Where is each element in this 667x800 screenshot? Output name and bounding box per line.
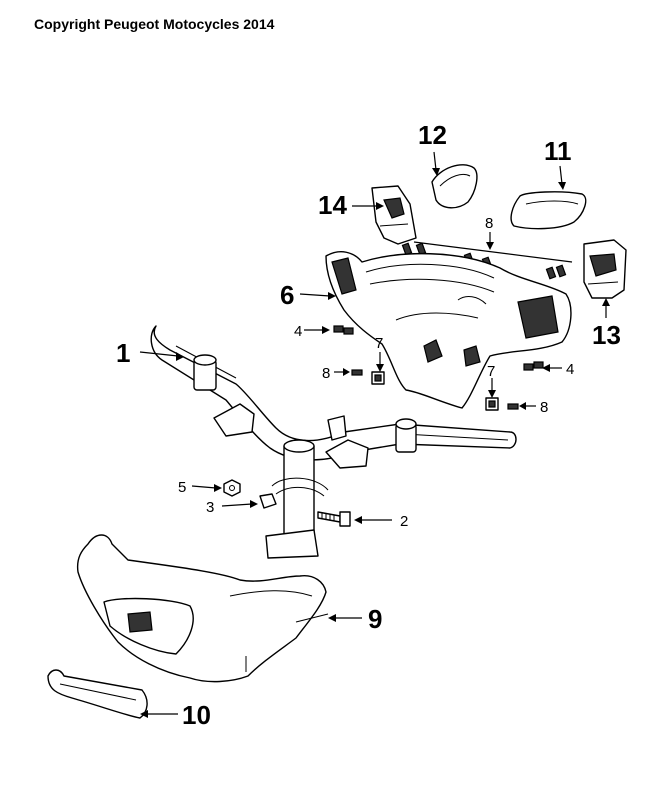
part-7-clip-right <box>485 397 499 411</box>
callout-3: 3 <box>206 499 214 516</box>
callout-labels: 1 2 3 4 4 5 6 7 7 8 8 8 9 10 11 12 13 14 <box>116 120 621 730</box>
part-8-screw-left <box>351 369 363 376</box>
part-4-screws-right <box>523 361 544 371</box>
callout-8-top: 8 <box>485 215 493 232</box>
callout-7-left: 7 <box>375 335 383 352</box>
part-13-switch-housing <box>583 239 627 299</box>
part-7-clip-left <box>371 371 385 385</box>
callout-13: 13 <box>592 320 621 350</box>
callout-10: 10 <box>182 700 211 730</box>
callout-8-right: 8 <box>540 399 548 416</box>
copyright-notice: Copyright Peugeot Motocycles 2014 <box>34 16 275 32</box>
part-4-screws-left <box>333 325 354 335</box>
steering-stem <box>265 439 329 559</box>
part-9-front-cover <box>76 534 329 683</box>
callout-7-right: 7 <box>487 363 495 380</box>
callout-4-right: 4 <box>566 361 574 378</box>
callout-2: 2 <box>400 513 408 530</box>
leader-lines <box>139 151 610 718</box>
callout-12: 12 <box>418 120 447 150</box>
part-10-lower-trim <box>47 669 148 719</box>
callout-6: 6 <box>280 280 294 310</box>
part-12-cover <box>431 164 478 209</box>
callout-14: 14 <box>318 190 347 220</box>
part-5-nut <box>223 479 241 497</box>
callout-11: 11 <box>544 136 572 166</box>
part-6-handlebar-rear-cover <box>325 251 572 409</box>
callout-5: 5 <box>178 479 186 496</box>
callout-8-left: 8 <box>322 365 330 382</box>
part-1-handlebar <box>150 325 517 469</box>
callout-9: 9 <box>368 604 382 634</box>
callout-1: 1 <box>116 338 130 368</box>
part-2-bolt <box>317 511 351 527</box>
part-11-cover <box>510 191 587 230</box>
part-14-switch-housing <box>371 185 417 245</box>
part-3-spacer <box>259 493 277 509</box>
callout-4-left: 4 <box>294 323 302 340</box>
part-8-screw-right <box>507 403 519 410</box>
